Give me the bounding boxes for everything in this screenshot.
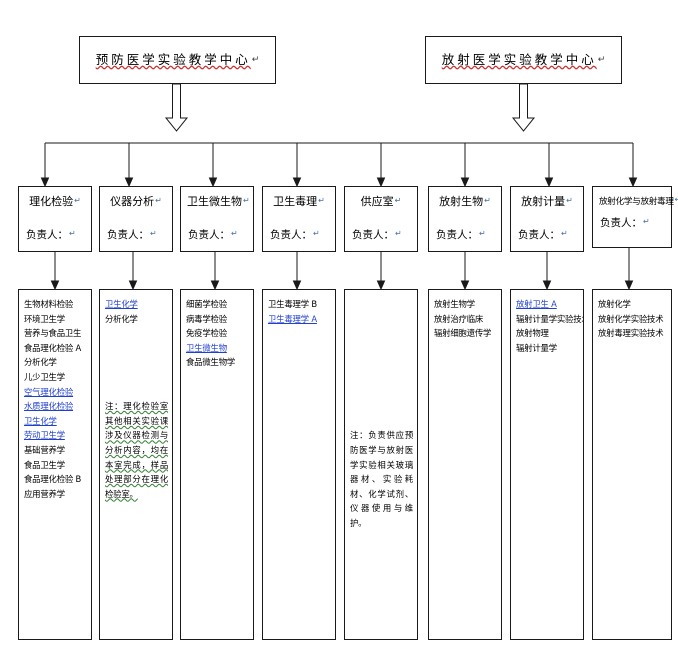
course-item: 辐射细胞遗传学 <box>434 328 492 339</box>
course-item: 食品卫生学 <box>24 459 65 470</box>
dept-box-yiqi-fenxi[interactable]: 仪器分析↵ 负责人：↵ <box>99 186 173 252</box>
course-item: 病毒学检验 <box>186 313 227 324</box>
dept-box-weisheng-duli[interactable]: 卫生毒理↵ 负责人：↵ <box>262 186 336 252</box>
course-item: 应用营养学 <box>24 488 65 499</box>
dept-owner: 负责人：↵ <box>188 229 238 242</box>
dept-box-fangshe-shengwu[interactable]: 放射生物↵ 负责人：↵ <box>428 186 502 252</box>
blank-line: . <box>105 385 168 400</box>
dept-connectors <box>40 143 638 188</box>
dept-box-weisheng-weishengwu[interactable]: 卫生微生物↵ 负责人：↵ <box>180 186 254 252</box>
detail-note: 注：理化检验室其他相关实验课涉及仪器检测与分析内容，均在本室完成，样品处理部分在… <box>105 401 168 499</box>
course-item: 生物材料检验 <box>24 299 74 309</box>
dept-box-fangshe-huaxue-duli[interactable]: 放射化学与放射毒理↵ 负责人：↵ <box>592 186 678 248</box>
block-arrow-prevmed <box>164 83 189 132</box>
detail-box-yiqi-fenxi[interactable]: 卫生化学 分析化学 . . . . . 注：理化检验室其他相关实验课涉及仪器检测… <box>99 289 173 640</box>
dept-name: 放射化学与放射毒理↵ <box>599 195 678 207</box>
course-item: 食品理化检验 B <box>24 474 82 485</box>
title-box-radmed[interactable]: 放射医学实验教学中心↵ <box>425 36 622 84</box>
course-item: 放射生物学 <box>434 299 475 309</box>
course-item: 卫生毒理学 B <box>268 299 317 309</box>
course-item: 儿少卫生学 <box>24 371 65 382</box>
dept-name: 供应室↵ <box>360 195 402 208</box>
course-item: 辐射计量学实验技术 <box>516 313 584 324</box>
course-item: 卫生毒理学 A <box>268 313 317 324</box>
course-item: 卫生化学 <box>105 299 138 309</box>
blank-line: . <box>350 370 413 385</box>
blank-line: . <box>105 326 168 341</box>
dept-owner: 负责人：↵ <box>270 229 320 242</box>
course-item: 水质理化检验 <box>24 401 74 412</box>
course-item: 食品微生物学 <box>186 357 236 368</box>
dept-name: 放射计量↵ <box>521 195 573 208</box>
dept-owner: 负责人：↵ <box>107 229 157 242</box>
course-item: 免疫学检验 <box>186 328 227 339</box>
blank-line: . <box>350 326 413 341</box>
dept-name: 卫生微生物↵ <box>187 195 250 208</box>
course-item: 环境卫生学 <box>24 313 65 324</box>
detail-box-fangshe-huaxue-duli[interactable]: 放射化学 放射化学实验技术 放射毒理实验技术 <box>592 289 672 640</box>
course-item: 卫生微生物 <box>186 342 227 353</box>
course-item: 分析化学 <box>24 357 57 368</box>
detail-box-weisheng-duli[interactable]: 卫生毒理学 B 卫生毒理学 A <box>262 289 336 640</box>
course-item: 劳动卫生学 <box>24 430 65 441</box>
blank-line: . <box>350 355 413 370</box>
course-item: 放射治疗临床 <box>434 313 484 324</box>
dept-owner: 负责人：↵ <box>518 229 568 242</box>
dept-name: 卫生毒理↵ <box>273 195 325 208</box>
dept-owner: 负责人：↵ <box>352 229 402 242</box>
course-item: 空气理化检验 <box>24 386 74 397</box>
title-label-radmed: 放射医学实验教学中心↵ <box>441 51 606 67</box>
course-item: 基础营养学 <box>24 444 65 455</box>
course-item: 放射毒理实验技术 <box>598 328 664 339</box>
dept-owner: 负责人：↵ <box>436 229 486 242</box>
blank-line: . <box>350 385 413 400</box>
title-label-prevmed: 预防医学实验教学中心↵ <box>95 51 260 67</box>
course-item: 分析化学 <box>105 313 138 324</box>
detail-connectors <box>50 248 634 291</box>
course-item: 食品理化检验 A <box>24 342 82 353</box>
course-item: 细菌学检验 <box>186 299 227 309</box>
course-item: 营养与食品卫生 <box>24 328 82 339</box>
course-item: 放射化学实验技术 <box>598 313 664 324</box>
dept-name: 理化检验↵ <box>29 195 81 208</box>
detail-box-lihua-jianyan[interactable]: 生物材料检验 环境卫生学 营养与食品卫生 食品理化检验 A 分析化学 儿少卫生学… <box>18 289 92 640</box>
title-box-prevmed[interactable]: 预防医学实验教学中心↵ <box>79 36 276 84</box>
dept-owner: 负责人：↵ <box>600 217 650 230</box>
detail-box-gongyingshi[interactable]: . . . . . . . . . 注：负责供应预防医学与放射医学实验相关玻璃器… <box>344 289 418 640</box>
course-item: 放射化学 <box>598 299 631 309</box>
detail-box-fangshe-shengwu[interactable]: 放射生物学 放射治疗临床 辐射细胞遗传学 <box>428 289 502 640</box>
blank-line: . <box>350 312 413 327</box>
dept-name: 仪器分析↵ <box>110 195 162 208</box>
detail-box-weisheng-weishengwu[interactable]: 细菌学检验 病毒学检验 免疫学检验 卫生微生物 食品微生物学 <box>180 289 254 640</box>
course-item: 卫生化学 <box>24 415 57 426</box>
blank-line: . <box>350 297 413 312</box>
detail-note: 注：负责供应预防医学与放射医学实验相关玻璃器材、实验耗材、化学试剂、仪器使用与维… <box>350 430 413 528</box>
blank-line: . <box>105 355 168 370</box>
dept-owner: 负责人：↵ <box>26 229 76 242</box>
detail-box-fangshe-jiliang[interactable]: 放射卫生 A 辐射计量学实验技术 放射物理 辐射计量学 <box>510 289 584 640</box>
blank-line: . <box>105 341 168 356</box>
blank-line: . <box>350 399 413 414</box>
course-item: 辐射计量学 <box>516 342 557 353</box>
course-item: 放射物理 <box>516 328 549 339</box>
blank-line: . <box>350 341 413 356</box>
block-arrow-radmed <box>511 83 536 132</box>
dept-box-lihua-jianyan[interactable]: 理化检验↵ 负责人：↵ <box>18 186 92 252</box>
blank-line: . <box>105 370 168 385</box>
dept-box-gongyingshi[interactable]: 供应室↵ 负责人：↵ <box>344 186 418 252</box>
blank-line: . <box>350 414 413 429</box>
dept-name: 放射生物↵ <box>439 195 491 208</box>
dept-box-fangshe-jiliang[interactable]: 放射计量↵ 负责人：↵ <box>510 186 584 252</box>
course-item: 放射卫生 A <box>516 299 557 309</box>
